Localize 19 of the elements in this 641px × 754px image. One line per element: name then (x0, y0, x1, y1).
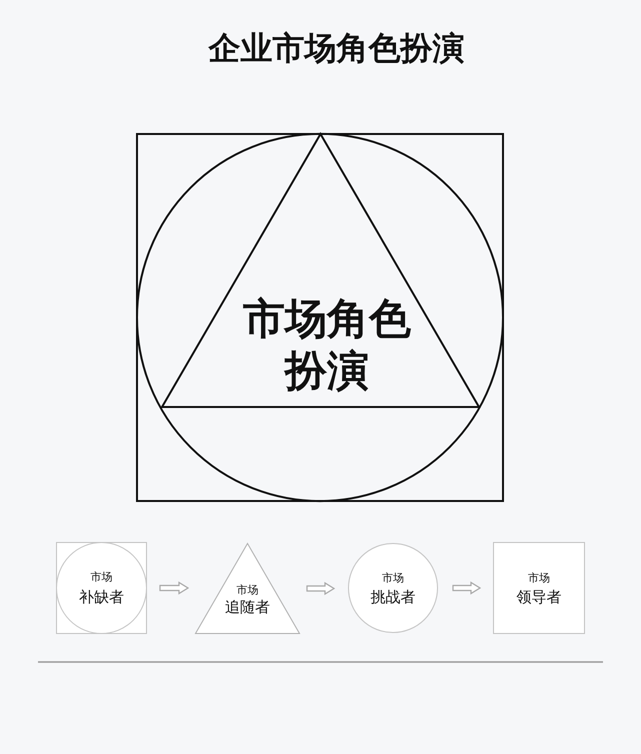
triangle-node (195, 543, 300, 634)
block-arrow (452, 581, 482, 595)
node-label: 市场角色扮演 (242, 293, 412, 397)
square-circle-frame (136, 133, 504, 502)
block-arrow (306, 582, 336, 596)
node-label: 市场 (382, 571, 404, 585)
square-node (493, 542, 585, 634)
node-label: 市场 (528, 571, 550, 585)
node-label: 挑战者 (370, 588, 416, 606)
node-label: 领导者 (516, 588, 562, 606)
circle-in-square-node (56, 542, 147, 634)
node-label: 市场 (90, 570, 112, 584)
node-label: 市场 (236, 583, 258, 597)
block-arrow (159, 581, 190, 595)
circle-node (348, 543, 438, 633)
diagram-title: 企业市场角色扮演 (208, 28, 464, 69)
node-label: 补缺者 (79, 588, 124, 606)
node-label: 追随者 (225, 598, 270, 616)
triangle-shape (161, 133, 480, 408)
